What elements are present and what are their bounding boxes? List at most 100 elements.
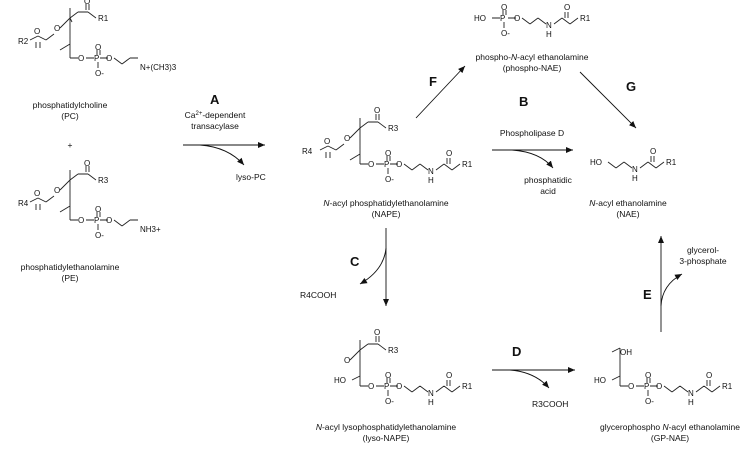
nape-abbr: (NAPE) [372,209,401,219]
lyso-nape-phosphate-oxygen-1: O [368,382,374,391]
step-g-arrow [579,71,637,129]
pe-phosphate-anion: O- [95,231,104,240]
pc-phosphorus: P [94,54,99,63]
step-e-label: E [643,287,652,302]
step-a-enzyme-line1: Ca2+-dependent [185,110,246,120]
pc-carbonyl-oxygen-2: O [34,27,40,36]
gp-nae-phosphate-anion: O- [645,397,654,406]
lyso-nape-amide-nitrogen: N [428,389,434,398]
nae-r1-label: R1 [666,158,677,167]
lyso-nape-name: N-acyl lysophosphatidylethanolamine [316,422,457,432]
gp-nae-hydroxyl-1: OH [620,348,632,357]
step-b-enzyme: Phospholipase D [500,128,564,138]
pc-r2-label: R2 [18,37,29,46]
nape-name: N-acyl phosphatidylethanolamine [323,198,448,208]
nape-r3-label: R3 [388,124,399,133]
lyso-nape-phosphate-anion: O- [385,397,394,406]
gp-nae-amide-nitrogen: N [688,389,694,398]
step-b-byproduct-line1: phosphatidic [524,175,572,185]
lyso-nape-structure: O O R3 HO O O P O- O N H O R1 [334,328,473,407]
pc-choline-headgroup: N+(CH3)3 [140,63,177,72]
gp-nae-name: glycerophospho N-acyl ethanolamine [600,422,740,432]
pc-phosphate-oxygen-2: O [106,54,112,63]
phospho-nae-phosphate-anion: O- [501,29,510,38]
lyso-nape-amide-hydrogen: H [428,398,434,407]
nae-structure: HO N H O R1 [590,147,677,183]
nape-ester-oxygen-1: O [344,134,350,143]
nae-hydroxyl: HO [590,158,602,167]
gp-nae-amide-oxygen: O [706,371,712,380]
lyso-nape-hydroxyl: HO [334,376,346,385]
phospho-nae-phosphorus: P [500,14,505,23]
phospho-nae-hydroxyl: HO [474,14,486,23]
gp-nae-phosphorus: P [644,382,649,391]
nape-amide-nitrogen: N [428,167,434,176]
nape-phosphate-oxo: O [385,149,391,158]
pc-ester-oxygen-1: O [54,24,60,33]
nape-structure: O O R3 O R4 O O P O- O N H O R1 [302,106,473,185]
nape-amide-oxygen: O [446,149,452,158]
nape-carbonyl-oxygen-2: O [324,137,330,146]
nape-phosphate-oxygen-1: O [368,160,374,169]
phospho-nae-structure: HO P O O- O N H O R1 [474,3,591,39]
phospho-nae-phosphate-oxygen: O [514,14,520,23]
nae-amide-nitrogen: N [632,165,638,174]
lyso-nape-phosphorus: P [384,382,389,391]
phospho-nae-amide-nitrogen: N [546,21,552,30]
phospho-nae-r1-label: R1 [580,14,591,23]
gp-nae-phosphate-oxygen-2: O [656,382,662,391]
pe-carbonyl-oxygen-2: O [34,189,40,198]
step-a-enzyme-line2: transacylase [191,121,239,131]
pe-phosphate-oxygen-1: O [78,216,84,225]
nape-amide-hydrogen: H [428,176,434,185]
step-a-byproduct-arrow [199,144,245,166]
lyso-nape-ester-oxygen: O [344,356,350,365]
step-b-label: B [519,94,528,109]
nape-r1-label: R1 [462,160,473,169]
gp-nae-phosphate-oxo: O [645,371,651,380]
pe-ammonium-headgroup: NH3+ [140,225,161,234]
pc-name: phosphatidylcholine [33,100,108,110]
pc-carbonyl-oxygen-1: O [84,0,90,6]
pe-structure: O O R3 O R4 O O P O- O NH3+ [18,159,161,240]
nape-phosphorus: P [384,160,389,169]
pe-abbr: (PE) [62,273,79,283]
pc-abbr: (PC) [61,111,79,121]
step-d-byproduct: R3COOH [532,399,568,409]
step-e-byproduct-arrow [660,273,683,307]
gp-nae-phosphate-oxygen-1: O [628,382,634,391]
nape-phosphate-oxygen-2: O [396,160,402,169]
pe-r4-label: R4 [18,199,29,208]
nae-amide-hydrogen: H [632,174,638,183]
lyso-nape-phosphate-oxo: O [385,371,391,380]
step-c-byproduct: R4COOH [300,290,336,300]
nape-carbonyl-oxygen-1: O [374,106,380,115]
pc-phosphate-oxygen-1: O [78,54,84,63]
pe-phosphate-oxo: O [95,205,101,214]
phospho-nae-name: phospho-N-acyl ethanolamine [476,52,589,62]
lyso-nape-phosphate-oxygen-2: O [396,382,402,391]
pe-name: phosphatidylethanolamine [21,262,120,272]
lyso-nape-abbr: (lyso-NAPE) [363,433,410,443]
pc-phosphate-anion: O- [95,69,104,78]
phospho-nae-abbr: (phospho-NAE) [503,63,562,73]
step-f-arrow [415,65,466,119]
nae-name: N-acyl ethanolamine [589,198,667,208]
step-e-byproduct-line2: 3-phosphate [679,256,727,266]
step-c-label: C [350,254,360,269]
pe-phosphorus: P [94,216,99,225]
nape-phosphate-anion: O- [385,175,394,184]
step-f-label: F [429,74,437,89]
step-b-byproduct-line2: acid [540,186,556,196]
phospho-nae-amide-hydrogen: H [546,30,552,39]
pc-structure: O O R1 O R2 O O P O- O N+(CH3)3 [18,0,177,78]
step-c-byproduct-arrow [359,247,387,285]
nae-abbr: (NAE) [616,209,639,219]
lyso-nape-amide-oxygen: O [446,371,452,380]
step-g-label: G [626,79,636,94]
gp-nae-hydroxyl-2: HO [594,376,606,385]
step-a-byproduct: lyso-PC [236,172,266,182]
gp-nae-structure: OH HO O O P O- O N H O R1 [594,347,733,407]
pe-carbonyl-oxygen-1: O [84,159,90,168]
